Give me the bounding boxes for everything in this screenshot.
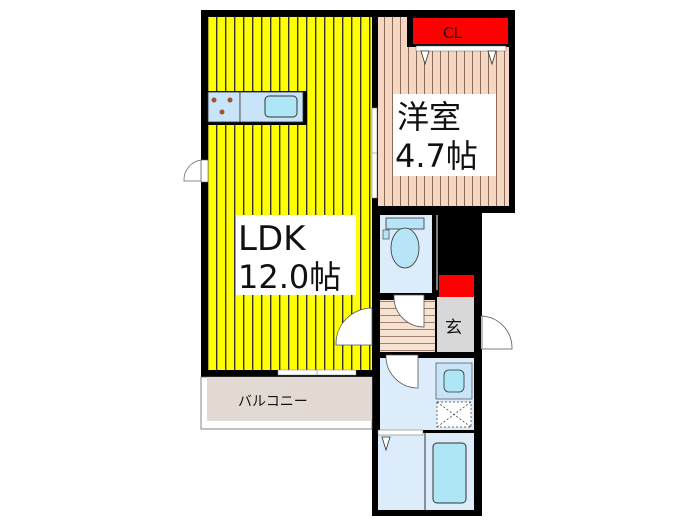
ldk-size: 12.0帖 <box>238 258 341 296</box>
closet-door-mark-icon <box>487 50 497 66</box>
door-mark-icon <box>381 436 391 452</box>
ldk-label-bg <box>236 215 356 295</box>
ldk-door-swing-icon[interactable] <box>335 307 373 346</box>
shoe-storage <box>439 275 474 297</box>
burner-icon <box>227 97 233 103</box>
western-name: 洋室 <box>397 98 461 136</box>
washroom-door-swing-icon[interactable] <box>385 354 419 389</box>
burner-icon <box>211 97 217 103</box>
front-door-swing-icon[interactable] <box>481 315 513 350</box>
washbasin <box>443 369 465 393</box>
entrance-label: 玄 <box>445 318 462 338</box>
toilet-door-swing-icon[interactable] <box>393 294 425 328</box>
bathroom-door[interactable] <box>377 429 424 436</box>
sink <box>264 95 298 118</box>
balcony-label: バルコニー <box>238 394 308 410</box>
ldk-name: LDK <box>238 219 307 259</box>
balcony <box>207 377 372 421</box>
toilet-icon <box>390 227 420 269</box>
entrance <box>437 297 474 352</box>
closet-door-mark-icon <box>420 50 430 66</box>
western-label-bg <box>393 94 496 176</box>
stove <box>207 91 241 123</box>
room-ldk <box>208 17 372 370</box>
closet-label: CL <box>443 24 462 42</box>
western-size: 4.7帖 <box>395 137 478 175</box>
side-door[interactable] <box>200 159 209 183</box>
closet-door[interactable] <box>415 45 507 52</box>
closet <box>413 18 508 44</box>
door-swing-icon <box>183 159 202 182</box>
toilet-tank <box>385 217 425 230</box>
burner-icon <box>219 109 225 115</box>
bathtub <box>432 442 467 504</box>
